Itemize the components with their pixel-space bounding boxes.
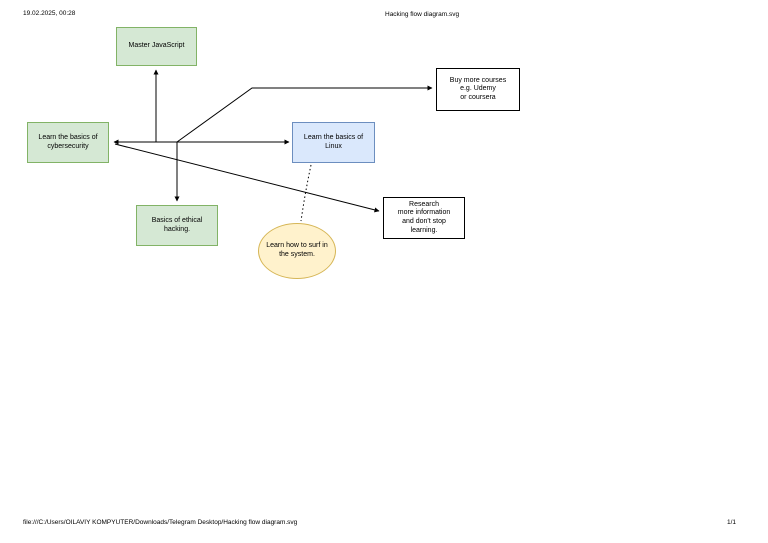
- node-label: Learn how to surf in the system.: [266, 242, 328, 258]
- node-label: Master JavaScript: [128, 42, 185, 50]
- node-label: Learn the basics of Linux: [303, 133, 364, 150]
- node-learn-linux: Learn the basics of Linux: [292, 122, 375, 163]
- node-basics-ethical-hacking: Basics of ethical hacking.: [136, 205, 218, 246]
- header-timestamp: 19.02.2025, 00:28: [23, 10, 76, 17]
- node-label: Buy more courses e.g. Udemy or coursera: [449, 76, 507, 101]
- header-document-title: Hacking flow diagram.svg: [385, 11, 460, 18]
- node-learn-cybersecurity: Learn the basics of cybersecurity: [27, 122, 109, 163]
- edge-cybersecurity-to-research: [114, 143, 380, 213]
- node-label: Basics of ethical hacking.: [151, 216, 203, 233]
- node-buy-more-courses: Buy more courses e.g. Udemy or coursera: [436, 68, 520, 111]
- footer-page-indicator: 1/1: [727, 519, 737, 526]
- edge-linux-to-surf-dotted: [300, 164, 312, 222]
- node-master-javascript: Master JavaScript: [116, 27, 197, 66]
- footer-file-url: file:///C:/Users/OILAVIY KOMPYUTER/Downl…: [23, 519, 298, 526]
- node-surf-system: Learn how to surf in the system.: [258, 223, 336, 279]
- node-research-more: Research more information and don't stop…: [383, 197, 465, 239]
- node-label: Research more information and don't stop…: [397, 200, 451, 234]
- edge-hub-to-buy-courses: [176, 85, 433, 143]
- node-label: Learn the basics of cybersecurity: [38, 133, 98, 150]
